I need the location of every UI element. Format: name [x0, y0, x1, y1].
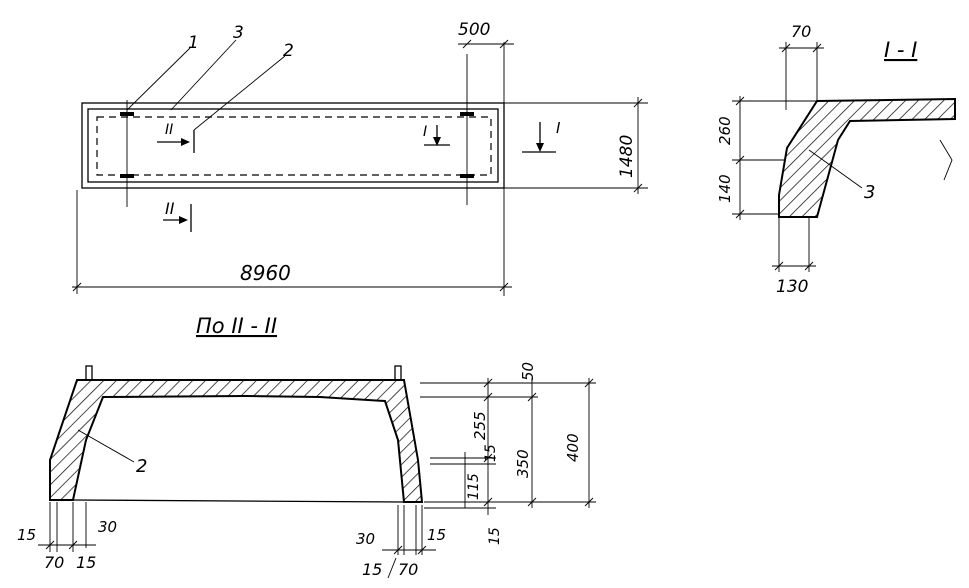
dim-tick — [633, 98, 643, 108]
dim-tick — [584, 378, 594, 388]
dim-tick — [774, 261, 784, 271]
dim-130-label: 130 — [776, 277, 808, 297]
callout-label-2: 2 — [283, 41, 294, 61]
callout-label-3-section: 3 — [864, 182, 875, 203]
plan-inner-outline — [87, 108, 499, 183]
dim-400-label: 400 — [564, 433, 582, 462]
callout-label-2-section: 2 — [136, 456, 147, 477]
section-1-title: I - I — [884, 38, 917, 62]
section-2-title: По II - II — [196, 314, 277, 338]
dim-tick — [735, 96, 745, 106]
dim-tick — [527, 392, 537, 402]
dim-tick — [483, 453, 493, 463]
dim-15b-label-bl: 15 — [76, 553, 96, 572]
section-1-break-line — [939, 139, 953, 181]
section-2-view: По II - II — [17, 314, 596, 579]
dim-tick — [483, 497, 493, 507]
dim-15-label-bl: 15 — [17, 526, 36, 544]
section-mark-1-right: I — [556, 119, 561, 137]
dim-350-label: 350 — [514, 449, 532, 478]
dim-tick — [735, 155, 745, 165]
lifting-loop-left — [85, 365, 93, 381]
dim-tick — [527, 497, 537, 507]
dim-260-label: 260 — [716, 116, 734, 145]
dim-tick — [804, 261, 814, 271]
dim-30-label-br: 30 — [356, 530, 375, 548]
callout-leader-2 — [193, 55, 286, 131]
dim-tick — [462, 39, 472, 49]
dim-tick — [45, 540, 55, 550]
section-mark-2-top: II — [165, 122, 173, 138]
section-mark-1-left: I — [423, 124, 427, 140]
section-2-arrowhead-lower — [179, 216, 188, 224]
section-2-bottom-line — [72, 499, 405, 503]
section-1-arrowhead — [433, 137, 441, 146]
dim-15b-label-br: 15 — [362, 560, 382, 579]
dim-15-label-lower: 15 — [487, 527, 503, 545]
dim-255-label: 255 — [471, 411, 489, 440]
dim-tick — [72, 282, 82, 292]
dim-tick — [633, 183, 643, 193]
callout-leader-3 — [170, 39, 237, 111]
dim-30-label-bl: 30 — [98, 518, 117, 536]
dim-tick — [417, 545, 427, 555]
section-1-view: I - I 70 260 140 130 3 — [716, 22, 956, 297]
dim-70-label-bl: 70 — [44, 553, 64, 572]
dim-140-label: 140 — [716, 174, 734, 203]
dim-tick — [499, 39, 509, 49]
plan-dashed-rib — [96, 116, 492, 176]
callout-leader-2-section — [77, 429, 135, 463]
dim-tick — [393, 545, 403, 555]
callout-leader-3-section — [808, 149, 863, 189]
section-2-hatched-body — [49, 379, 424, 503]
dim-15-label-br: 15 — [427, 526, 446, 544]
dim-70-label-br: 70 — [398, 560, 418, 579]
dim-1480-label: 1480 — [617, 135, 637, 178]
dim-tick — [483, 392, 493, 402]
section-1-hatched-body — [778, 97, 956, 218]
dim-15-label-upper: 15 — [483, 444, 499, 462]
section-1-arrowhead-outer — [536, 143, 544, 152]
dim-tick — [812, 43, 822, 53]
dim-tick — [499, 282, 509, 292]
plan-view: 1 3 2 II II I I 500 1480 8960 — [72, 20, 648, 296]
dim-tick — [735, 209, 745, 219]
dim-tick — [781, 43, 791, 53]
dim-115-label: 115 — [466, 473, 482, 500]
section-2-arrowhead — [181, 138, 190, 146]
dim-tick — [483, 378, 493, 388]
dim-tick — [584, 497, 594, 507]
dim-slash — [387, 557, 397, 579]
dim-70-label: 70 — [791, 22, 811, 41]
section-mark-2-bottom: II — [165, 199, 175, 218]
callout-label-3: 3 — [233, 23, 244, 43]
dim-tick — [68, 540, 78, 550]
callout-label-1: 1 — [188, 33, 199, 53]
dim-8960-label: 8960 — [240, 261, 291, 285]
callout-leader-1 — [126, 47, 191, 111]
lifting-loop-right — [394, 365, 402, 381]
dim-500-label: 500 — [458, 20, 490, 40]
dim-50-label: 50 — [519, 362, 537, 381]
